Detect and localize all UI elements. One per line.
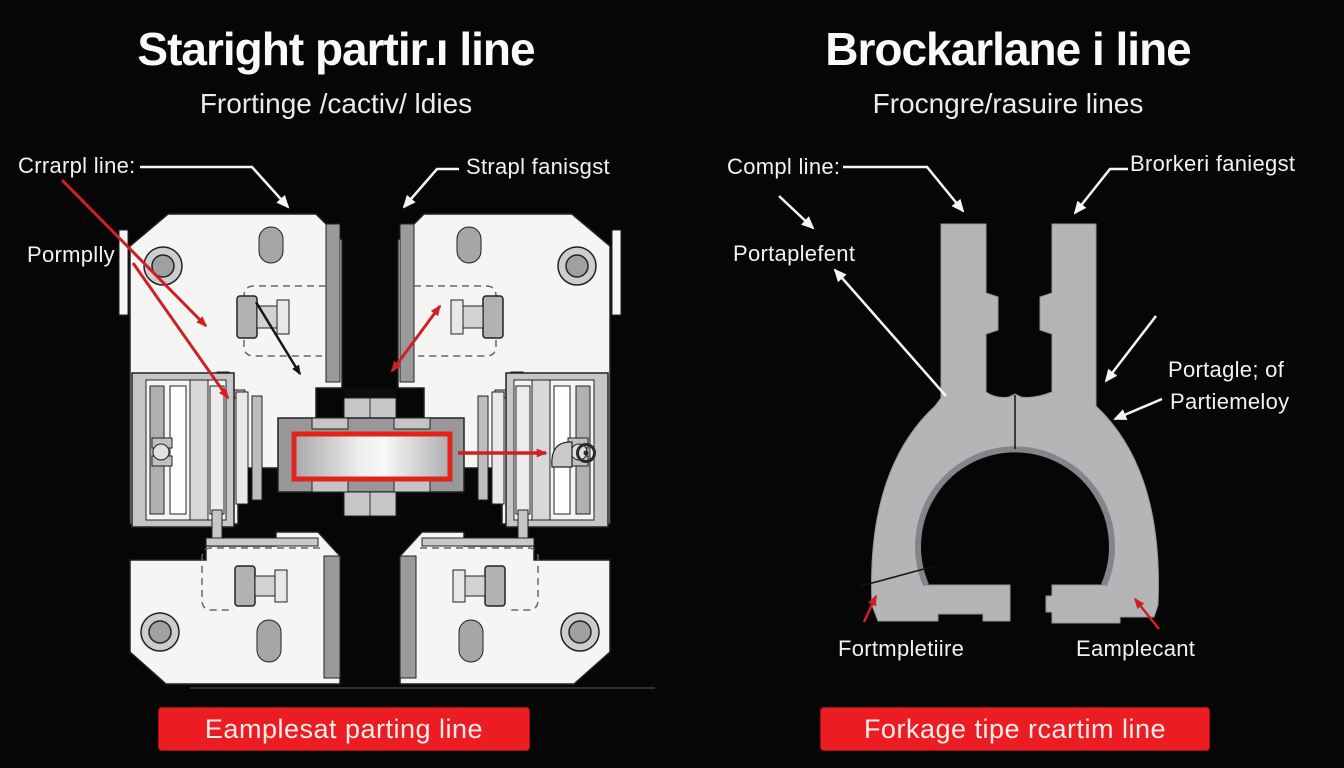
callout-fortmpletiire: Fortmpletiire (838, 636, 965, 661)
mold-block (129, 531, 341, 685)
callout-strapl-fanisgst: Strapl fanisgst (466, 154, 610, 179)
red-arrow (131, 262, 230, 400)
red-arrow (60, 178, 208, 328)
callout-portagle-line2: Partiemeloy (1170, 389, 1290, 414)
left-diagram-arrows (60, 165, 548, 458)
left-mold-cross-section (60, 165, 655, 689)
red-arrow (862, 594, 878, 623)
callout-parting-line-left: Crrarpl line: (18, 153, 136, 178)
right-panel-subtitle: Frocngre/rasuire lines (872, 88, 1144, 119)
cavity-rim (915, 446, 1115, 587)
right-diagram-arrows (778, 165, 1163, 630)
callout-portaplefent: Portaplefent (733, 241, 856, 266)
red-double-arrow (390, 304, 442, 373)
callout-eamplecant: Eamplecant (1076, 636, 1196, 661)
callout-brorkeri-faniegst: Brorkeri faniegst (1130, 151, 1296, 176)
callout-parting-line-right: Compl line: (727, 154, 841, 179)
left-panel-subtitle: Frortinge /cactiv/ ldies (199, 88, 473, 119)
right-part-outline (778, 165, 1163, 630)
left-panel-title: Staright partir.ı line (137, 23, 535, 75)
moulded-part-core (277, 388, 596, 517)
callout-portagle-line1: Portagle; of (1168, 357, 1285, 382)
callout-pormplly: Pormplly (27, 242, 115, 267)
right-panel-title: Brockarlane i line (825, 23, 1192, 75)
left-caption-button[interactable]: Eamplesat parting line (158, 707, 530, 751)
red-arrow (1133, 597, 1160, 630)
black-arrow (254, 301, 302, 376)
detail-ring-icon (576, 443, 596, 463)
parting-line-highlight-box (291, 431, 453, 482)
seam-line (860, 565, 936, 587)
right-caption-button[interactable]: Forkage tipe rcartim line (820, 707, 1210, 751)
